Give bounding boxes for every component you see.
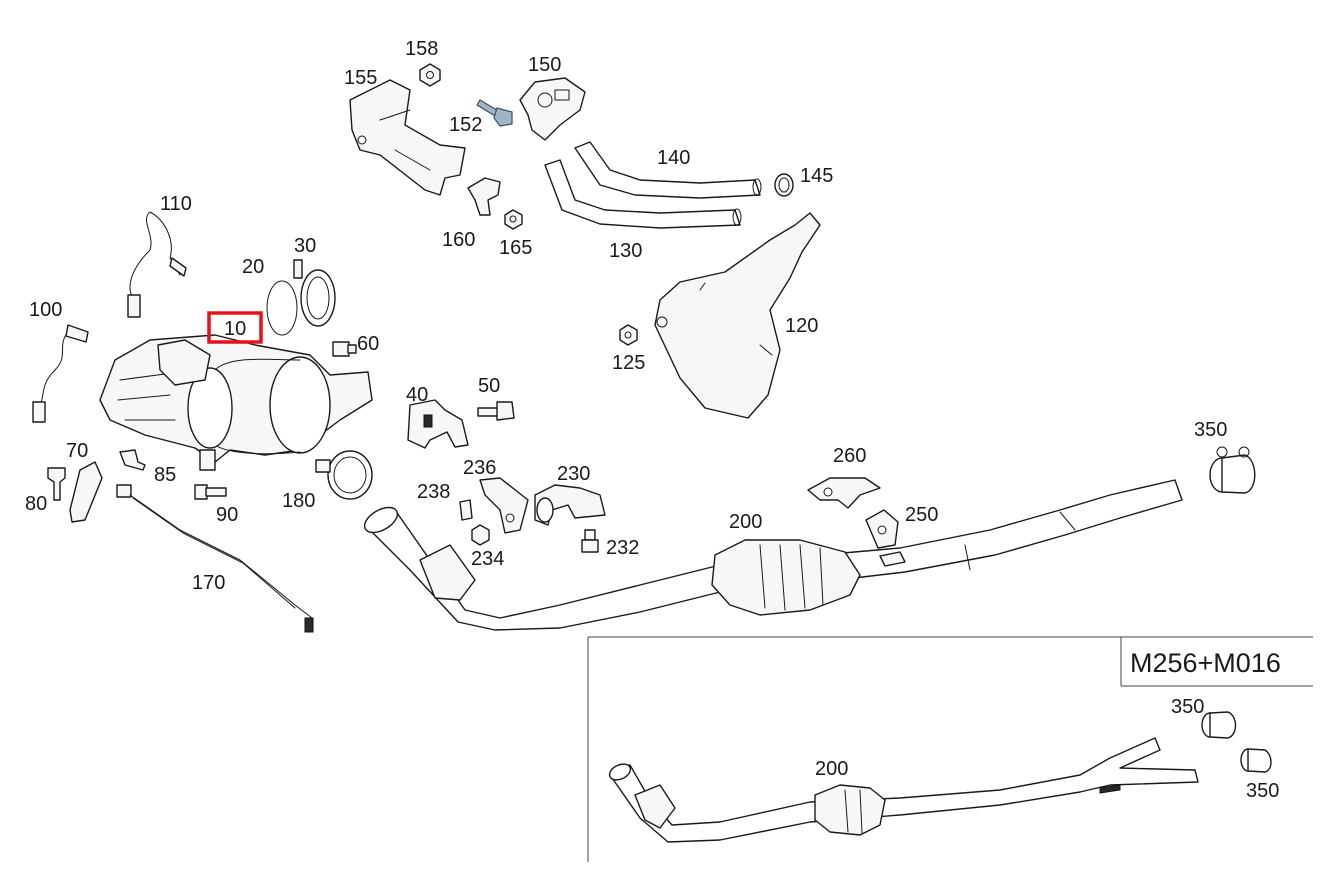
part-140-hose[interactable] [574,141,762,199]
part-152-bolt[interactable] [476,99,513,127]
part-90-bolt[interactable] [194,484,227,500]
variant-title: M256+M016 [1130,648,1281,678]
part-250-rubber-mount[interactable] [865,509,899,549]
label-180: 180 [282,490,315,512]
part-180-v-clamp[interactable] [315,450,373,500]
inset-label-350-lower: 350 [1246,780,1279,802]
part-236-bracket[interactable] [479,477,529,534]
label-70: 70 [66,440,88,462]
label-20: 20 [242,256,264,278]
label-232: 232 [606,537,639,559]
label-85: 85 [154,464,176,486]
part-80-bolt[interactable] [47,467,66,501]
inset-label-350-upper: 350 [1171,696,1204,718]
label-152: 152 [449,114,482,136]
part-30-v-clamp[interactable] [293,259,336,327]
part-100-oxygen-sensor[interactable] [32,324,89,423]
inset-part-350-clamp-lower[interactable] [1240,748,1272,773]
label-40: 40 [406,384,428,406]
part-230-hanger[interactable] [534,484,606,526]
variant-inset: M256+M016 350 200 350 [587,636,1313,862]
inset-part-200-exhaust-pipe[interactable] [607,737,1199,843]
part-150-pressure-sensor[interactable] [519,77,586,141]
label-158: 158 [405,38,438,60]
label-350-main: 350 [1194,419,1227,441]
label-230: 230 [557,463,590,485]
label-145: 145 [800,165,833,187]
part-232-stud[interactable] [581,529,599,553]
label-170: 170 [192,572,225,594]
part-234-nut[interactable] [471,524,490,546]
label-150: 150 [528,54,561,76]
part-170-temperature-sensor[interactable] [116,484,314,633]
label-160: 160 [442,229,475,251]
label-200-main: 200 [729,511,762,533]
part-20-gasket[interactable] [266,280,298,336]
part-238-rubber-mount[interactable] [459,499,473,521]
label-50: 50 [478,375,500,397]
label-140: 140 [657,147,690,169]
label-234: 234 [471,548,504,570]
part-85-bolt[interactable] [119,449,146,471]
part-120-heat-shield[interactable] [654,212,821,419]
part-158-nut[interactable] [419,63,441,87]
part-50-bolt[interactable] [477,401,515,421]
inset-label-200: 200 [815,758,848,780]
part-350-clamp[interactable] [1209,446,1256,494]
part-60-stud[interactable] [332,341,357,357]
part-40-bracket[interactable] [407,399,469,449]
label-90: 90 [216,504,238,526]
label-100: 100 [29,299,62,321]
label-120: 120 [785,315,818,337]
part-70-bracket[interactable] [69,461,103,523]
label-165: 165 [499,237,532,259]
part-200-exhaust-pipe[interactable] [360,479,1183,631]
part-155-bracket[interactable] [349,79,466,196]
part-10-particulate-filter[interactable] [99,334,373,471]
part-130-hose[interactable] [544,159,742,229]
label-236: 236 [463,457,496,479]
part-110-oxygen-sensor[interactable] [127,211,187,318]
label-30: 30 [294,235,316,257]
part-145-hose-clamp[interactable] [774,173,794,197]
label-110: 110 [160,193,192,215]
part-165-nut[interactable] [504,209,523,230]
label-10[interactable]: 10 [224,318,246,340]
label-260: 260 [833,445,866,467]
label-250: 250 [905,504,938,526]
part-160-clamp[interactable] [467,177,501,216]
highlight-box-10 [207,311,263,344]
label-60: 60 [357,333,379,355]
label-238: 238 [417,481,450,503]
inset-part-350-clamp-upper[interactable] [1201,711,1237,739]
label-125: 125 [612,352,645,374]
label-130: 130 [609,240,642,262]
part-260-hanger[interactable] [807,477,881,509]
label-155: 155 [344,67,377,89]
label-80: 80 [25,493,47,515]
part-125-nut[interactable] [619,324,638,346]
